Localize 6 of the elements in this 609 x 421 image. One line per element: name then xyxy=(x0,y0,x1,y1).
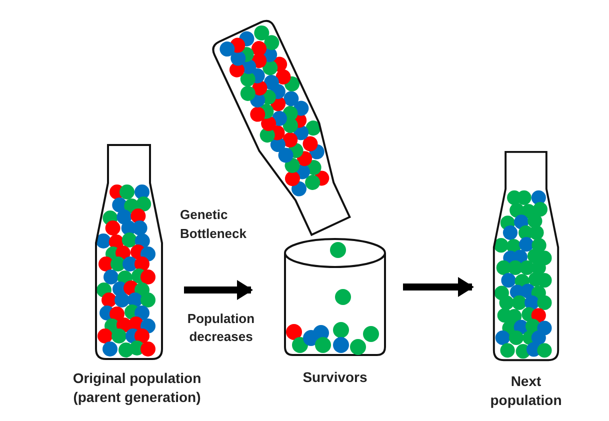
arrow xyxy=(403,277,474,297)
arrow xyxy=(184,280,253,300)
text-label: Genetic Bottleneck xyxy=(180,206,248,243)
node-label: Next population xyxy=(489,372,563,410)
node-label: Survivors xyxy=(302,368,368,387)
node-label: Original population (parent generation) xyxy=(72,369,202,407)
